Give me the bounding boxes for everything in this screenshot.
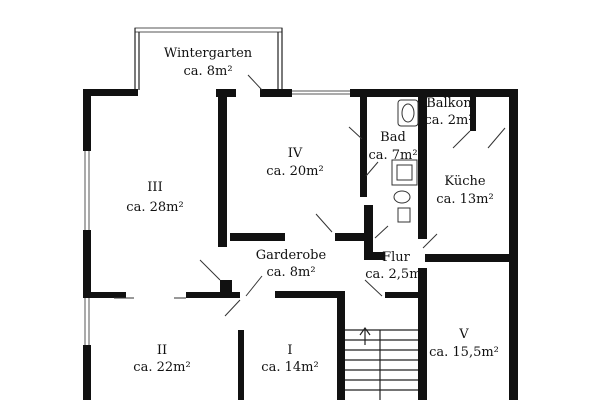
door-swings bbox=[114, 74, 506, 317]
room-name: Balkon bbox=[426, 96, 472, 111]
room-area: ca. 8m² bbox=[266, 265, 315, 280]
room-kueche: Küche ca. 13m² bbox=[436, 174, 493, 207]
room-name: Flur bbox=[382, 250, 411, 265]
room-name: Küche bbox=[444, 174, 485, 189]
room-area: ca. 22m² bbox=[133, 360, 190, 375]
room-name: Garderobe bbox=[256, 248, 327, 263]
room-iv: IV ca. 20m² bbox=[266, 146, 323, 179]
room-area: ca. 8m² bbox=[183, 64, 232, 79]
room-wintergarten: Wintergarten ca. 8m² bbox=[164, 46, 253, 79]
room-name: Bad bbox=[380, 130, 406, 145]
walls bbox=[83, 89, 518, 400]
room-iii: III ca. 28m² bbox=[126, 180, 183, 215]
room-name: III bbox=[147, 180, 162, 195]
bathroom-fixtures bbox=[391, 99, 419, 223]
room-area: ca. 13m² bbox=[436, 192, 493, 207]
room-area: ca. 7m² bbox=[368, 148, 417, 163]
room-name: IV bbox=[288, 146, 303, 161]
room-name: II bbox=[157, 343, 167, 358]
room-area: ca. 14m² bbox=[261, 360, 318, 375]
room-name: I bbox=[287, 343, 292, 358]
staircase bbox=[345, 326, 418, 400]
room-area: ca. 20m² bbox=[266, 164, 323, 179]
room-v: V ca. 15,5m² bbox=[429, 327, 499, 360]
room-name: V bbox=[458, 327, 469, 342]
room-balkon: Balkon ca. 2m² bbox=[424, 96, 473, 128]
room-area: ca. 15,5m² bbox=[429, 345, 499, 360]
windows bbox=[84, 90, 350, 345]
room-i: I ca. 14m² bbox=[261, 343, 318, 375]
room-flur: Flur ca. 2,5m² bbox=[365, 250, 427, 282]
wintergarten-enclosure bbox=[134, 27, 283, 90]
room-area: ca. 2,5m² bbox=[365, 267, 427, 282]
room-bad: Bad ca. 7m² bbox=[368, 130, 417, 163]
room-ii: II ca. 22m² bbox=[133, 343, 190, 375]
room-name: Wintergarten bbox=[164, 46, 253, 61]
room-area: ca. 2m² bbox=[424, 113, 473, 128]
room-garderobe: Garderobe ca. 8m² bbox=[256, 248, 327, 280]
room-area: ca. 28m² bbox=[126, 200, 183, 215]
